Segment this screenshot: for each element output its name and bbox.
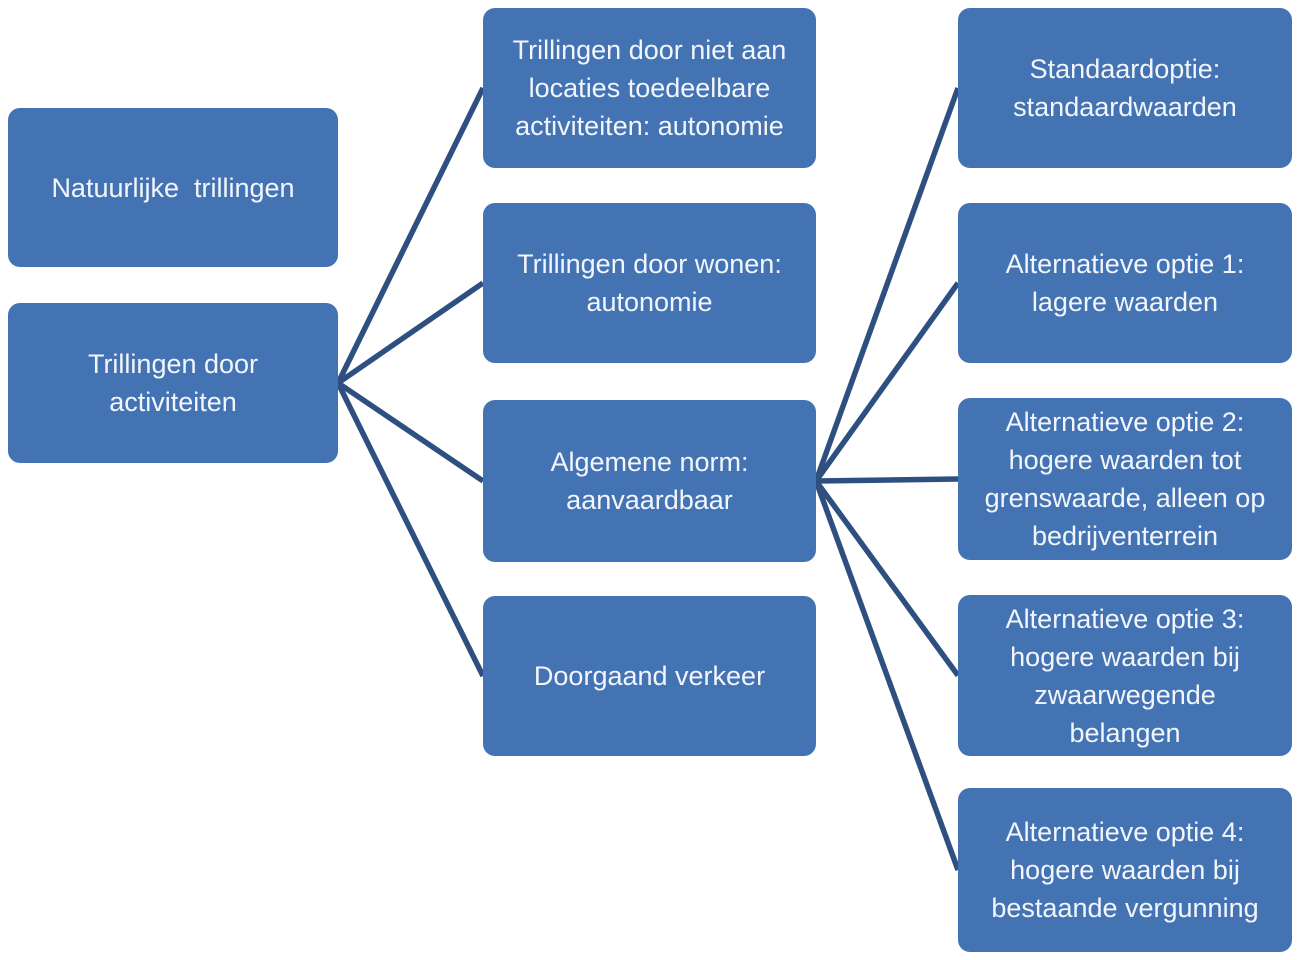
node-standaardoptie: Standaardoptie: standaardwaarden <box>958 8 1292 168</box>
node-trillingen-door-activiteiten: Trillingen door activiteiten <box>8 303 338 463</box>
node-natuurlijke-trillingen: Natuurlijke trillingen <box>8 108 338 267</box>
node-algemene-norm: Algemene norm: aanvaardbaar <box>483 400 816 562</box>
node-alternatieve-optie-3: Alternatieve optie 3: hogere waarden bij… <box>958 595 1292 756</box>
node-alternatieve-optie-2: Alternatieve optie 2: hogere waarden tot… <box>958 398 1292 560</box>
node-alternatieve-optie-4: Alternatieve optie 4: hogere waarden bij… <box>958 788 1292 952</box>
node-doorgaand-verkeer: Doorgaand verkeer <box>483 596 816 756</box>
node-trillingen-door-wonen: Trillingen door wonen: autonomie <box>483 203 816 363</box>
node-alternatieve-optie-1: Alternatieve optie 1: lagere waarden <box>958 203 1292 363</box>
node-niet-aan-locaties-toedeelbare-activiteiten: Trillingen door niet aan locaties toedee… <box>483 8 816 168</box>
